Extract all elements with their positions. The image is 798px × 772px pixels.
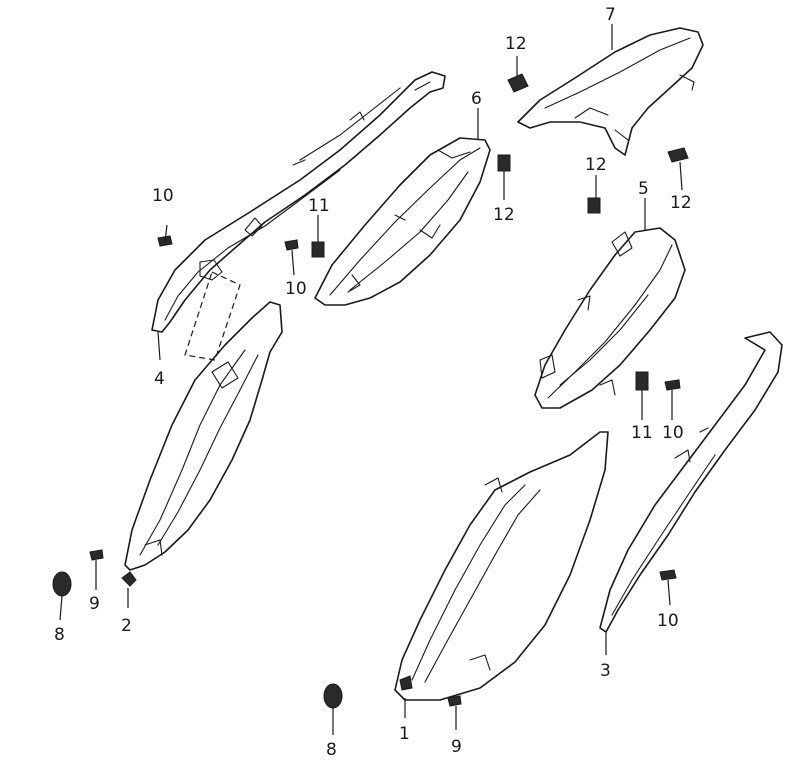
callout-2: 2 xyxy=(121,616,132,636)
callout-12-b: 12 xyxy=(493,205,515,225)
fastener-10-d xyxy=(659,569,677,581)
part-4-rear-rail xyxy=(151,71,446,333)
fastener-12-b xyxy=(497,154,511,172)
part-5-side-box xyxy=(534,227,686,409)
callout-9-bottom: 9 xyxy=(451,737,462,757)
fastener-10-a xyxy=(157,224,173,247)
fastener-10-b xyxy=(284,239,299,251)
callout-3: 3 xyxy=(600,661,611,681)
grommet-8-a xyxy=(52,571,72,597)
callout-11-a: 11 xyxy=(308,196,330,216)
fastener-11-a xyxy=(311,241,325,258)
callout-12-a: 12 xyxy=(505,34,527,54)
fastener-9-a xyxy=(89,549,104,561)
callout-6: 6 xyxy=(471,89,482,109)
fastener-12-a xyxy=(507,73,529,93)
fastener-11-b xyxy=(635,371,649,391)
callout-11-b: 11 xyxy=(631,423,653,443)
callout-4: 4 xyxy=(154,369,165,389)
callout-5: 5 xyxy=(638,179,649,199)
callout-1: 1 xyxy=(399,724,410,744)
callout-8-left: 8 xyxy=(54,625,65,645)
fastener-12-d xyxy=(667,147,689,163)
callout-7: 7 xyxy=(605,5,616,25)
part-3-side-strip xyxy=(599,331,783,633)
callout-8-bottom: 8 xyxy=(326,740,337,760)
callout-12-c: 12 xyxy=(585,155,607,175)
callout-9-left: 9 xyxy=(89,594,100,614)
callout-12-d: 12 xyxy=(670,193,692,213)
part-1-main-side-cover xyxy=(394,431,609,701)
part-2-side-panel-frame xyxy=(121,301,283,587)
callout-10-a: 10 xyxy=(152,186,174,206)
fitting-guide-dashed xyxy=(184,271,241,361)
callout-10-c: 10 xyxy=(662,423,684,443)
leader-lines xyxy=(59,24,683,735)
callout-10-d: 10 xyxy=(657,611,679,631)
fastener-10-c xyxy=(664,379,681,391)
fastener-9-b xyxy=(447,695,462,707)
fastener-12-c xyxy=(587,197,601,214)
callout-10-b: 10 xyxy=(285,279,307,299)
grommet-8-b xyxy=(323,683,343,709)
part-6-underseat-tray xyxy=(314,137,491,306)
part-7-tail-cover xyxy=(517,27,704,156)
